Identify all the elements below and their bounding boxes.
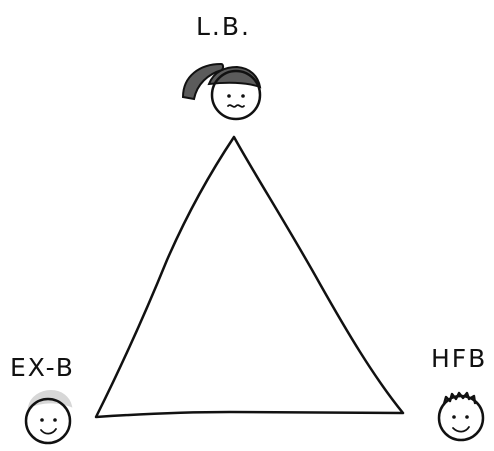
- ponytail-face-icon: [181, 62, 262, 121]
- hair-cap: [207, 65, 262, 89]
- light-hair-face-icon: [24, 389, 73, 445]
- right-eye: [241, 94, 245, 98]
- left-eye: [40, 418, 44, 422]
- triangle-edge: [94, 135, 405, 419]
- node-label-bottom-left: EX-B: [10, 353, 75, 382]
- face-circle: [24, 397, 72, 445]
- face-circle: [437, 394, 485, 442]
- node-label-bottom-right: HFB: [431, 344, 488, 373]
- node-label-top: L.B.: [196, 12, 251, 41]
- ponytail-shape: [181, 62, 225, 101]
- worried-mouth: [227, 104, 245, 108]
- right-eye: [465, 415, 469, 419]
- left-eye: [452, 415, 456, 419]
- smile-mouth: [452, 426, 470, 433]
- smile-mouth: [40, 428, 57, 435]
- right-eye: [53, 418, 57, 422]
- left-eye: [227, 94, 231, 98]
- spiky-hair-face-icon: [437, 391, 485, 442]
- face-circle: [210, 69, 262, 121]
